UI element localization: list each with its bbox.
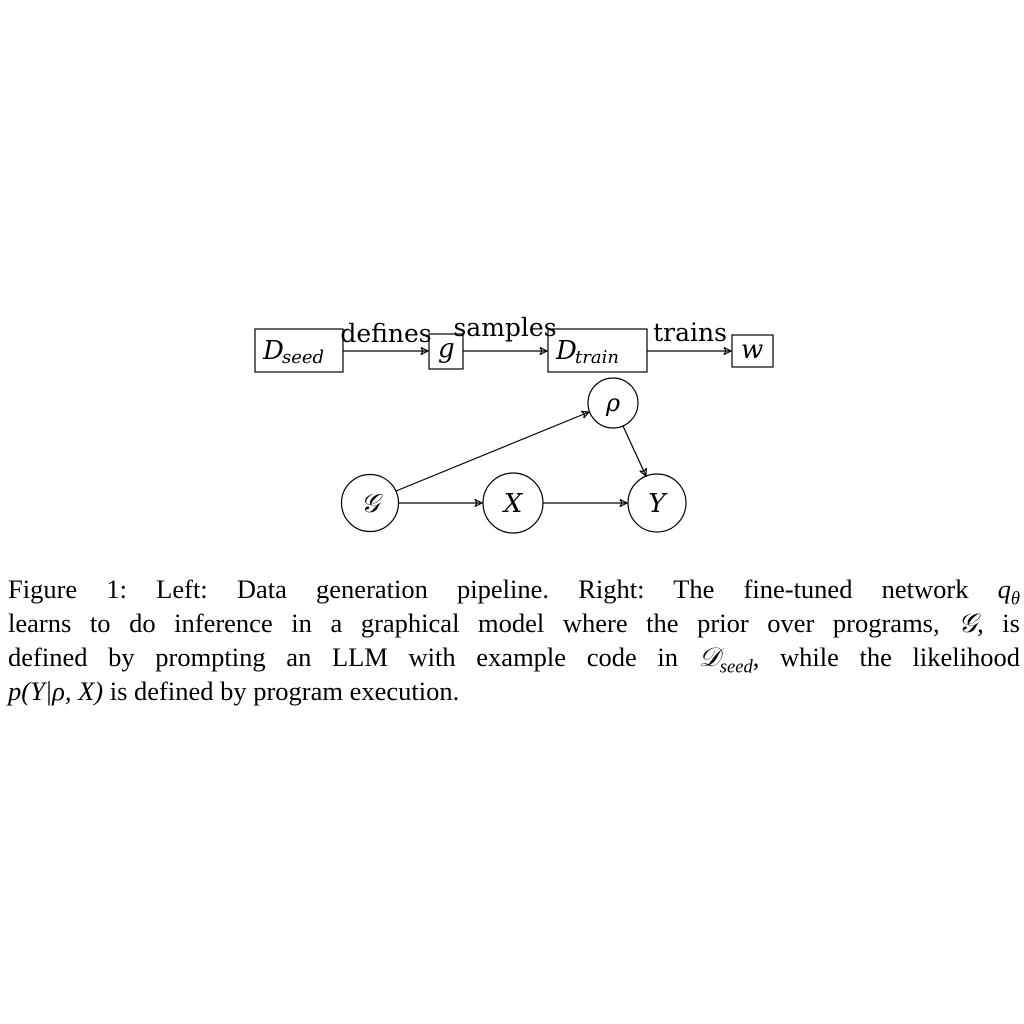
box-d-train-main: D bbox=[555, 336, 577, 366]
node-x-label: X bbox=[502, 489, 524, 519]
edge-defines: defines bbox=[340, 319, 432, 351]
edge-samples: samples bbox=[453, 313, 557, 351]
caption-d: 𝒟 bbox=[698, 642, 720, 672]
caption-line2-end: , is bbox=[977, 608, 1020, 638]
box-w: w bbox=[731, 334, 774, 368]
caption-line4-math: p(Y|ρ, X) bbox=[8, 676, 104, 706]
edge-trains: trains bbox=[647, 318, 731, 351]
box-d-train: D train bbox=[547, 328, 648, 373]
caption-d-sub: seed bbox=[719, 656, 753, 678]
caption-line-3: defined by prompting an LLM with example… bbox=[8, 640, 1021, 678]
figure-caption: Figure 1: Left: Data generation pipeline… bbox=[8, 572, 1020, 708]
box-d-train-sub: train bbox=[575, 347, 619, 368]
edge-samples-label: samples bbox=[453, 313, 556, 342]
caption-q-sub: θ bbox=[1010, 588, 1021, 610]
node-y: Y bbox=[627, 473, 687, 533]
node-rho-label: ρ bbox=[605, 389, 620, 417]
edge-trains-label: trains bbox=[653, 318, 727, 347]
caption-line3-start: defined by prompting an LLM with example… bbox=[8, 642, 678, 672]
edge-defines-label: defines bbox=[340, 319, 431, 348]
box-d-seed: D seed bbox=[254, 328, 344, 373]
node-g: 𝒢 bbox=[340, 473, 400, 533]
caption-line3-end: , while the likelihood bbox=[752, 642, 1021, 672]
caption-figure-label: Figure 1: bbox=[8, 574, 127, 604]
node-y-label: Y bbox=[648, 489, 668, 519]
caption-line1-text: Left: Data generation pipeline. Right: T… bbox=[156, 574, 969, 604]
caption-q: q bbox=[997, 574, 1011, 604]
node-g-label: 𝒢 bbox=[361, 489, 384, 519]
edge-g-to-rho bbox=[395, 412, 589, 492]
box-w-label: w bbox=[741, 335, 763, 365]
node-rho: ρ bbox=[587, 377, 639, 429]
box-d-seed-main: D bbox=[262, 336, 284, 366]
box-g-label: g bbox=[438, 334, 455, 364]
caption-line-2: learns to do inference in a graphical mo… bbox=[8, 606, 1020, 640]
node-x: X bbox=[482, 472, 544, 534]
caption-line-4: p(Y|ρ, X) is defined by program executio… bbox=[8, 674, 1020, 708]
caption-line-1: Figure 1: Left: Data generation pipeline… bbox=[8, 572, 1021, 610]
caption-script-g: 𝒢 bbox=[958, 608, 978, 638]
caption-line4-end: is defined by program execution. bbox=[109, 676, 460, 706]
box-d-seed-sub: seed bbox=[282, 347, 324, 368]
edge-rho-to-y bbox=[622, 425, 646, 476]
caption-line2-text: learns to do inference in a graphical mo… bbox=[8, 608, 940, 638]
